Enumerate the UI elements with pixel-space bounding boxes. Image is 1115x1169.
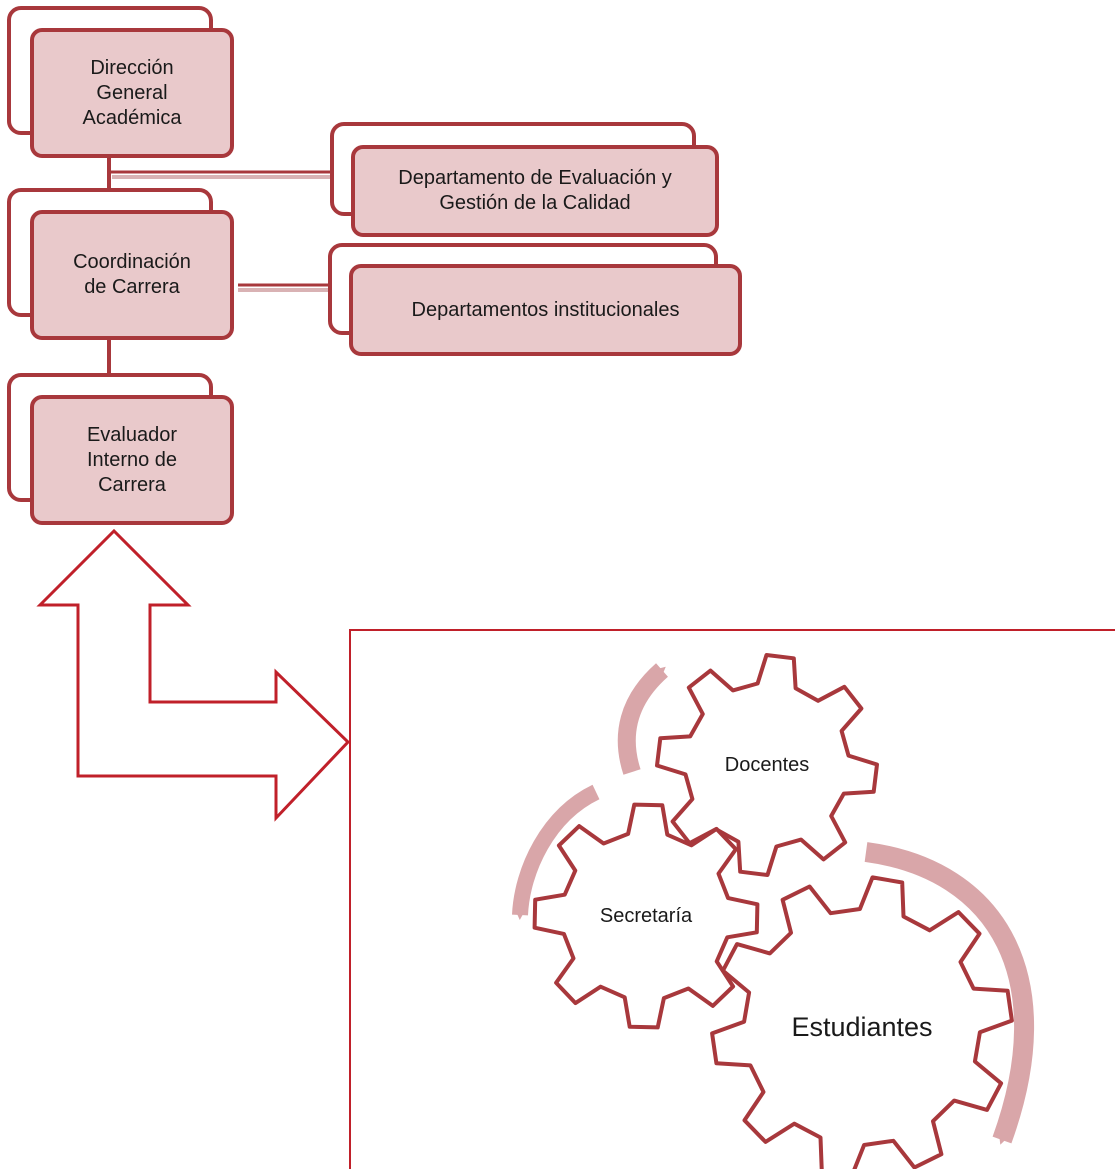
label-direccion: Dirección General Académica	[82, 56, 182, 129]
label-secretaria: Secretaría	[599, 904, 693, 927]
box-evaluador	[7, 373, 234, 525]
box-coordinacion	[7, 188, 234, 340]
cycle-arrow-right	[864, 842, 1034, 1145]
bent-double-arrow	[36, 528, 351, 822]
label-institucionales: Departamentos institucionales	[411, 298, 680, 321]
label-evaluador: Evaluador Interno de Carrera	[86, 423, 178, 496]
label-estudiantes: Estudiantes	[791, 1011, 933, 1042]
box-institucionales	[328, 243, 742, 356]
box-evaluacion	[330, 122, 719, 237]
gear-docentes	[655, 653, 879, 877]
box-direccion	[7, 6, 234, 158]
label-docentes: Docentes	[724, 753, 810, 776]
cycle-arrow-top	[617, 663, 669, 775]
gear-estudiantes	[710, 875, 1014, 1169]
label-coordinacion: Coordinación de Carrera	[73, 251, 191, 298]
cycle-arrow-left	[512, 784, 600, 920]
gear-secretaria	[532, 802, 760, 1030]
connector-lines	[107, 155, 335, 375]
gears-frame	[349, 629, 1115, 1169]
cycle-arrows	[512, 663, 1034, 1145]
label-evaluacion: Departamento de Evaluación y Gestión de …	[398, 167, 672, 214]
